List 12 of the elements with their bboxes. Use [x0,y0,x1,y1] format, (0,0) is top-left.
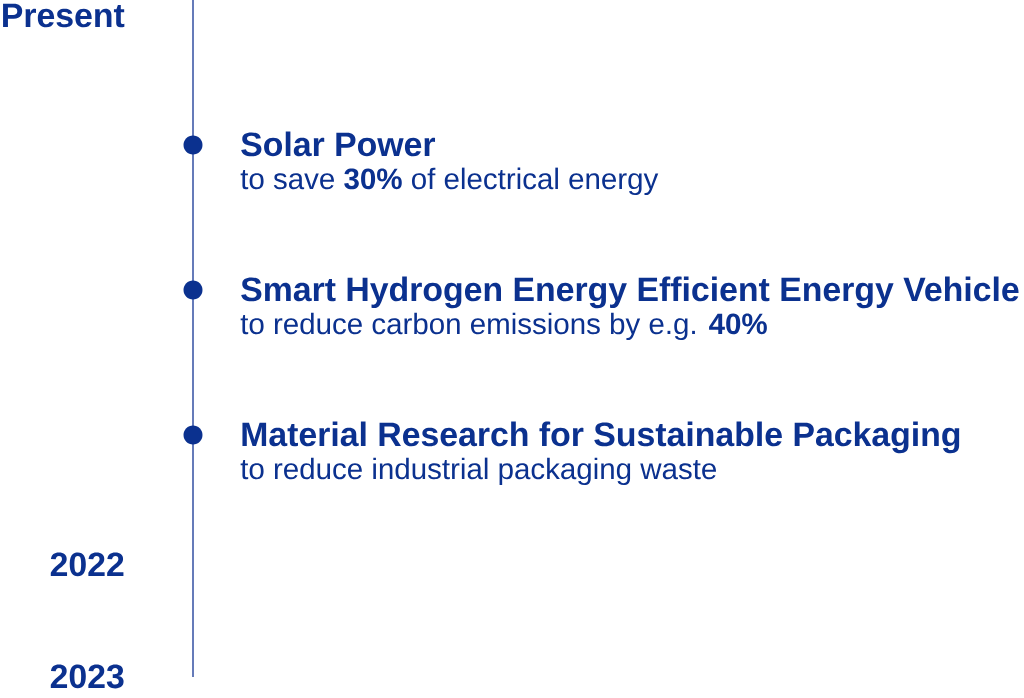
milestone-title: Solar Power [241,131,436,157]
year-label: 2023 [50,664,124,689]
milestone-description: to save 30% of electrical energy [240,167,659,196]
timeline-dot [183,280,203,300]
timeline-dot [183,425,203,445]
milestone-description: to reduce carbon emissions by e.g. 40% [240,312,767,341]
period-label: Present [3,3,125,28]
milestone-title: Material Research for Sustainable Packaging [242,421,960,454]
year-label: 2022 [50,552,124,577]
timeline-dot [183,135,203,155]
milestone-title: Smart Hydrogen Energy Efficient Energy Vehicle [241,276,1019,309]
milestone-description: to reduce industrial packaging waste [240,457,716,486]
